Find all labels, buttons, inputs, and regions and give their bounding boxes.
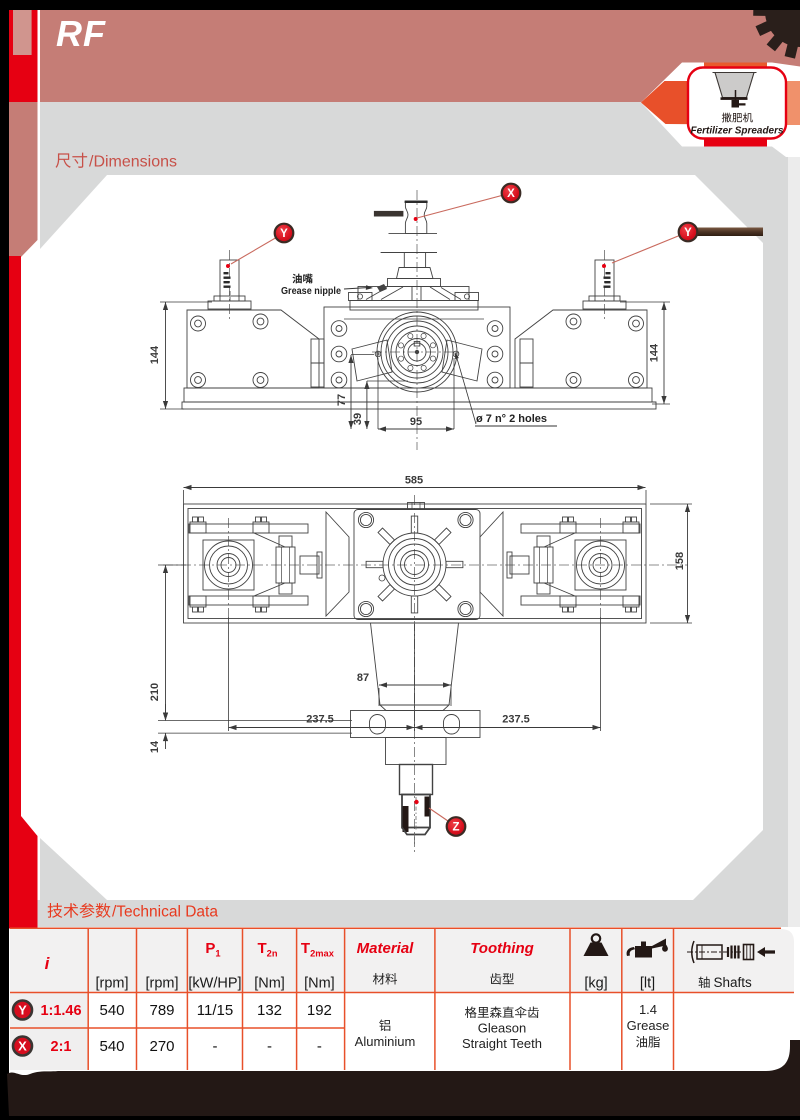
svg-text:[Nm]: [Nm] xyxy=(304,976,335,992)
svg-text:77: 77 xyxy=(336,394,348,406)
svg-text:Y: Y xyxy=(280,228,288,240)
svg-text:39: 39 xyxy=(352,413,364,425)
svg-text:Material: Material xyxy=(357,940,415,957)
svg-text:-: - xyxy=(267,1038,272,1055)
svg-text:Gleason: Gleason xyxy=(478,1021,526,1036)
svg-text:Grease nipple: Grease nipple xyxy=(281,285,341,297)
svg-text:ø 7 n° 2 holes: ø 7 n° 2 holes xyxy=(476,413,547,425)
svg-text:158: 158 xyxy=(674,552,686,570)
svg-text:192: 192 xyxy=(307,1002,332,1019)
svg-text:95: 95 xyxy=(410,416,422,428)
svg-text:-: - xyxy=(317,1038,322,1055)
svg-text:1.4: 1.4 xyxy=(639,1002,657,1017)
svg-text:X: X xyxy=(18,1039,27,1054)
svg-text:144: 144 xyxy=(149,345,161,364)
svg-text:Z: Z xyxy=(452,822,459,834)
svg-text:237.5: 237.5 xyxy=(502,714,530,726)
svg-text:11/15: 11/15 xyxy=(197,1002,233,1019)
svg-text:X: X xyxy=(507,188,515,200)
svg-text:Toothing: Toothing xyxy=(470,940,534,957)
svg-text:1:1.46: 1:1.46 xyxy=(40,1003,81,1019)
svg-text:[kW/HP]: [kW/HP] xyxy=(188,976,241,992)
svg-text:[lt]: [lt] xyxy=(640,976,655,992)
svg-text:[rpm]: [rpm] xyxy=(95,976,128,992)
svg-text:Y: Y xyxy=(18,1003,27,1018)
svg-text:[Nm]: [Nm] xyxy=(254,976,285,992)
svg-text:Straight Teeth: Straight Teeth xyxy=(462,1036,542,1051)
svg-text:Shafts: Shafts xyxy=(714,975,753,990)
svg-text:/Dimensions: /Dimensions xyxy=(89,154,177,171)
svg-text:i: i xyxy=(45,954,51,973)
svg-text:RF: RF xyxy=(56,13,106,54)
svg-text:Y: Y xyxy=(684,227,692,239)
svg-text:Aluminium: Aluminium xyxy=(355,1034,416,1049)
svg-text:Fertilizer Spreaders: Fertilizer Spreaders xyxy=(691,126,784,137)
svg-text:/Technical Data: /Technical Data xyxy=(112,904,218,921)
svg-text:2:1: 2:1 xyxy=(51,1039,72,1055)
svg-text:210: 210 xyxy=(149,683,161,701)
svg-text:14: 14 xyxy=(149,740,161,753)
svg-text:87: 87 xyxy=(357,672,369,684)
svg-text:270: 270 xyxy=(149,1038,174,1055)
svg-text:[kg]: [kg] xyxy=(584,976,607,992)
svg-text:789: 789 xyxy=(149,1002,174,1019)
svg-text:-: - xyxy=(213,1038,218,1055)
svg-text:144: 144 xyxy=(649,343,661,362)
svg-text:237.5: 237.5 xyxy=(306,714,334,726)
svg-text:540: 540 xyxy=(99,1002,124,1019)
svg-text:Grease: Grease xyxy=(627,1018,670,1033)
svg-text:132: 132 xyxy=(257,1002,282,1019)
svg-text:[rpm]: [rpm] xyxy=(145,976,178,992)
svg-text:585: 585 xyxy=(405,475,423,487)
svg-text:540: 540 xyxy=(99,1038,124,1055)
